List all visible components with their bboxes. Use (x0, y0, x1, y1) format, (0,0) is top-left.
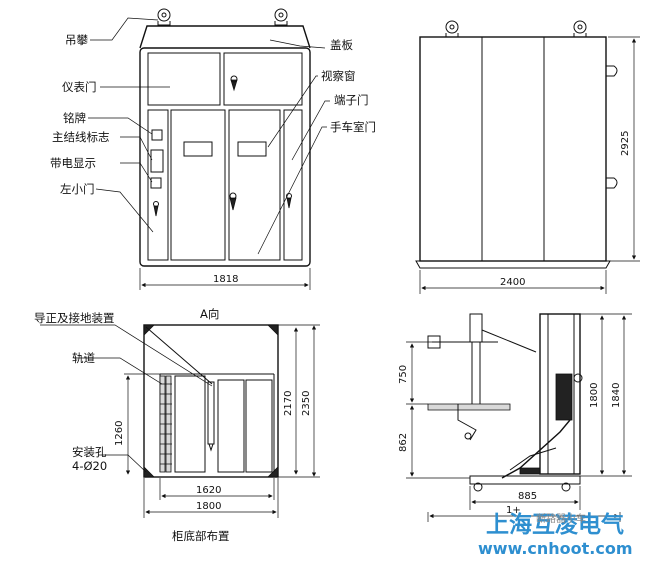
caption-base-layout: 柜底部布置 (172, 529, 230, 543)
dim-trolley-lower: 862 (398, 433, 409, 452)
view-window-right (237, 141, 267, 157)
label-trolley-room-door: 手车室门 (330, 120, 376, 134)
trolley-frame (539, 313, 581, 475)
instrument-door-left (147, 52, 221, 106)
watermark-sub: 断路器小车 (536, 512, 586, 525)
dim-outer-depth: 2350 (301, 391, 312, 416)
label-main-wiring-mark: 主结线标志 (52, 130, 110, 144)
hinge-icon (606, 177, 618, 189)
side-lifting-ring-right-icon (573, 20, 587, 38)
watermark-company: 上海互凌电气 (486, 511, 624, 538)
side-lifting-ring-left-icon (445, 20, 459, 38)
dim-trolley-height-inner: 1800 (589, 383, 600, 408)
label-lifting-ring: 吊攀 (65, 33, 88, 47)
label-view-direction: A向 (200, 307, 219, 321)
trolley-room-door-right (228, 109, 281, 261)
side-cabinet-body (419, 36, 607, 262)
label-view-window: 视察窗 (321, 69, 356, 83)
trolley-room-door-left (170, 109, 226, 261)
dim-side-height: 2925 (620, 131, 631, 156)
lifting-ring-right-icon (274, 8, 288, 26)
mast-top (469, 313, 483, 343)
cover-plate (139, 25, 311, 49)
main-wiring-mark (150, 149, 164, 173)
label-terminal-door: 端子门 (334, 93, 369, 107)
label-rail: 轨道 (72, 351, 95, 365)
dim-side-width: 2400 (500, 277, 525, 288)
label-mount-holes-count: 4-Ø20 (72, 459, 107, 473)
dim-trolley-upper: 750 (398, 365, 409, 384)
dim-partial-label: 1+ (506, 505, 521, 516)
trolley-view: 750 862 1800 1840 885 1+ (398, 313, 632, 522)
lifting-ring-left-icon (157, 8, 171, 26)
dim-rail-height: 1260 (114, 421, 125, 446)
dim-inner-depth: 2170 (283, 391, 294, 416)
view-window-left (183, 141, 213, 157)
front-view: 吊攀 盖板 仪表门 视察窗 铭牌 端子门 主结线标志 手车室门 带电显示 左小门… (50, 8, 376, 290)
watermark-url: www.cnhoot.com (478, 539, 633, 558)
label-left-small-door: 左小门 (60, 182, 95, 196)
dim-inner-width: 1620 (196, 485, 221, 496)
hinge-icon (606, 65, 618, 77)
nameplate (151, 129, 163, 141)
live-display (150, 177, 162, 189)
left-small-door (147, 109, 169, 261)
cabinet-body (139, 47, 311, 267)
label-cover-plate: 盖板 (330, 38, 353, 52)
dim-trolley-height-outer: 1840 (611, 383, 622, 408)
dim-trolley-base-width: 885 (518, 491, 537, 502)
side-view: 2925 2400 (415, 20, 640, 294)
label-mount-holes: 安装孔 (72, 445, 107, 459)
label-live-display: 带电显示 (50, 156, 96, 170)
base-layout-view: A向 导正及接地装置 轨道 安装孔 4-Ø20 1260 (34, 307, 320, 543)
watermark: 上海互凌电气 断路器小车 www.cnhoot.com (478, 511, 633, 558)
base-outline (143, 324, 279, 478)
label-nameplate: 铭牌 (63, 111, 86, 125)
guide-ground-device (207, 381, 215, 445)
dim-front-width: 1818 (213, 274, 238, 285)
label-guide-ground-device: 导正及接地装置 (34, 311, 115, 325)
label-instrument-door: 仪表门 (62, 80, 97, 94)
door-handle-icon (230, 79, 238, 92)
instrument-door-right (223, 52, 303, 106)
dim-outer-width: 1800 (196, 501, 221, 512)
